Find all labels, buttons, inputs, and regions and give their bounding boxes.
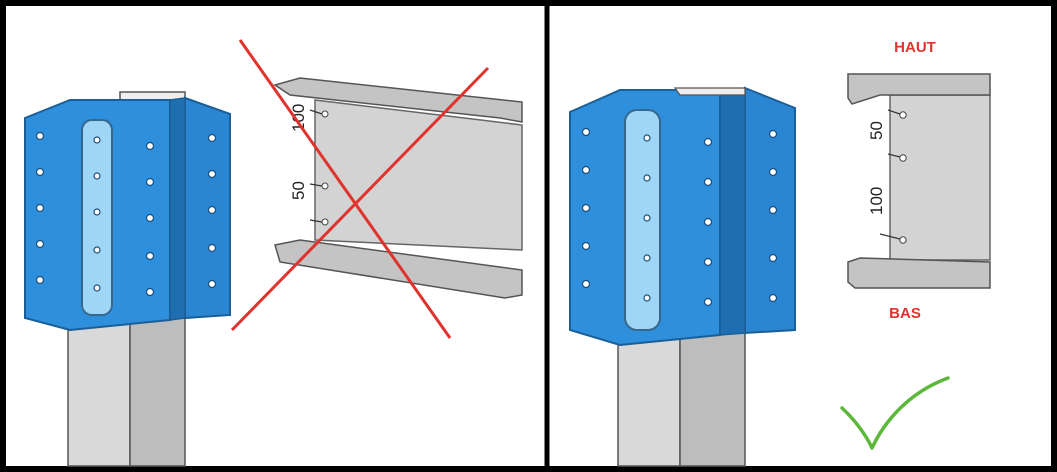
dimension-label-100: 100 [867, 187, 886, 215]
bracket [24, 96, 231, 332]
dimension-label-50: 50 [289, 181, 308, 200]
bracket-insert [81, 119, 113, 316]
beam-bottom-flange [847, 257, 991, 289]
bracket-holes [35, 131, 217, 297]
beam-hole [899, 111, 907, 119]
beam-hole [321, 110, 329, 118]
bracket-holes [581, 127, 778, 307]
beam-web [314, 99, 523, 251]
bracket-insert [624, 109, 661, 331]
beam-top-flange [273, 77, 523, 123]
bottom-label: BAS [889, 305, 921, 322]
beam-web [889, 94, 991, 261]
post [617, 319, 746, 467]
post [67, 91, 186, 467]
beam-hole [321, 218, 329, 226]
beam-hole [899, 154, 907, 162]
beam-bottom-flange [274, 239, 523, 299]
beam-hole [321, 182, 329, 190]
beam: 50 100 [847, 73, 991, 289]
bracket [569, 86, 796, 347]
dimension-label-100: 100 [289, 104, 308, 132]
dimension-label-50: 50 [867, 121, 886, 140]
top-label: HAUT [894, 39, 936, 56]
beam-top-flange [847, 73, 991, 105]
beam: 100 50 [273, 77, 523, 299]
green-checkmark [840, 376, 950, 450]
panel-wrong: 100 50 [24, 39, 523, 467]
beam-hole [899, 236, 907, 244]
red-cross-mark [230, 39, 490, 339]
panel-correct: 50 100 HAUT BAS [569, 39, 991, 467]
